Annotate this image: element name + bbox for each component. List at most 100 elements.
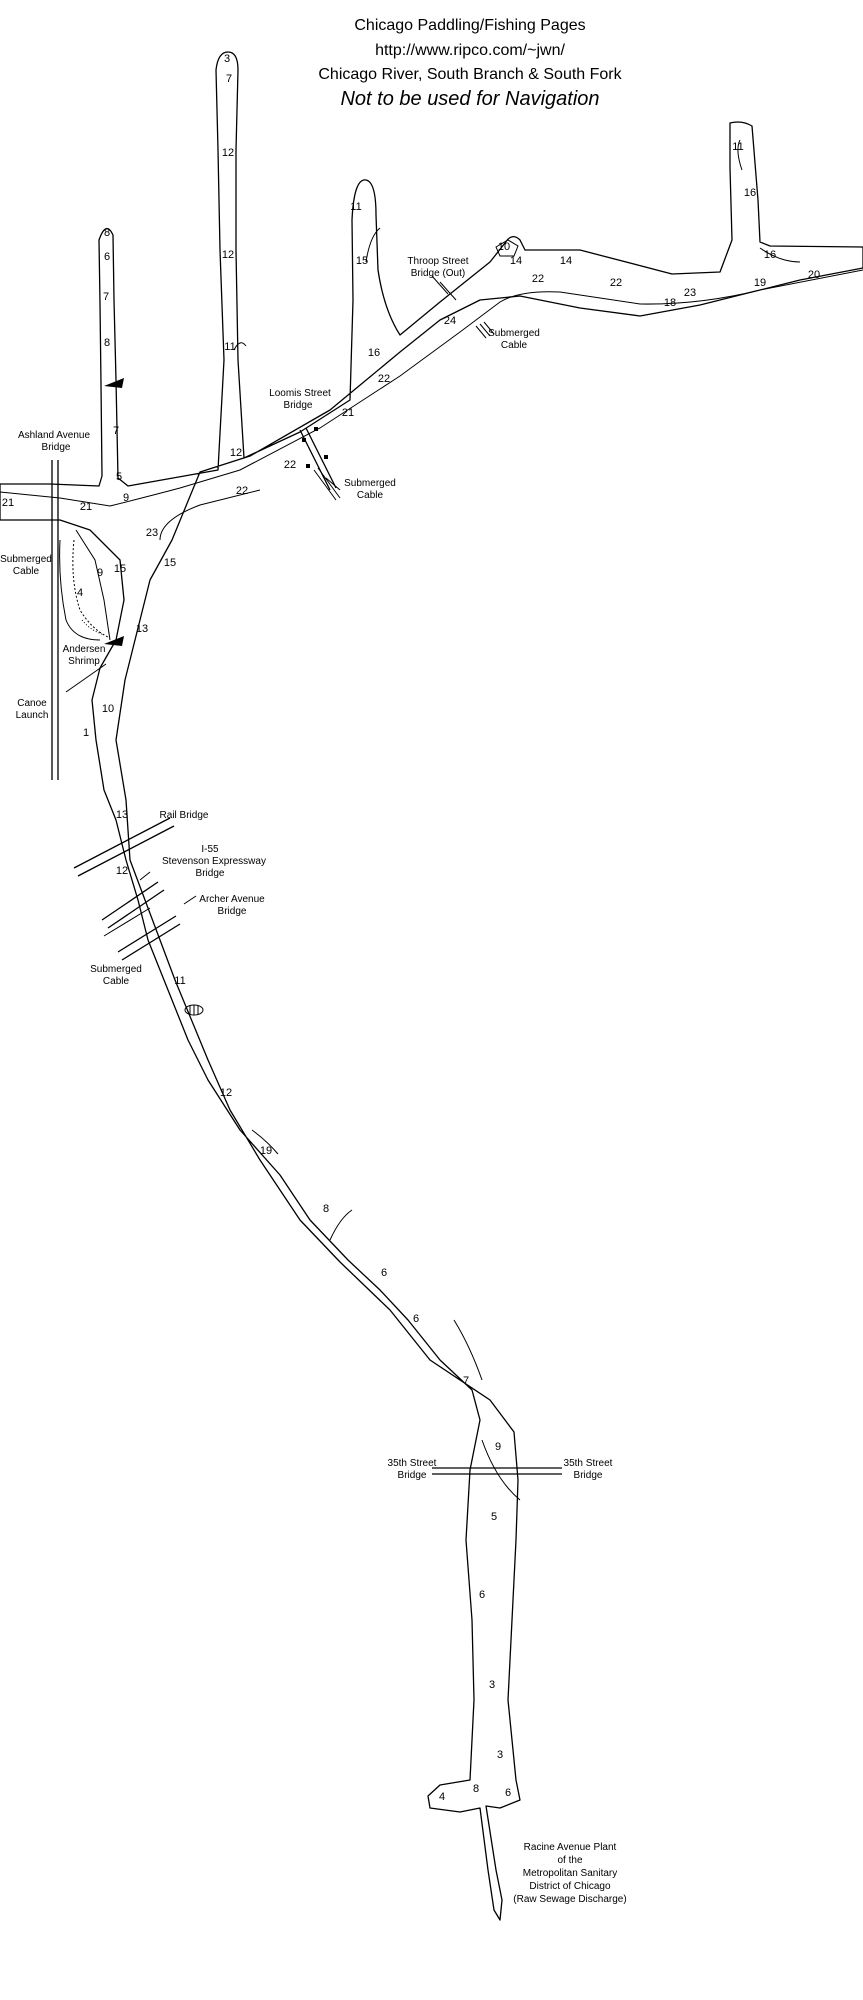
submerged-cable-label: Submerged Cable <box>90 964 142 987</box>
depth-label: 9 <box>97 567 103 579</box>
svg-text:Andersen: Andersen <box>63 644 106 655</box>
ashland-bridge <box>51 460 59 780</box>
river-shoreline <box>0 51 863 1921</box>
submerged-cable <box>313 467 341 501</box>
svg-text:Cable: Cable <box>357 490 384 501</box>
leader-lines <box>65 275 449 905</box>
channel-line <box>75 529 111 641</box>
depth-label: 16 <box>744 187 756 199</box>
svg-text:Bridge: Bridge <box>218 906 247 917</box>
bridge-piers <box>302 427 328 468</box>
svg-text:Submerged: Submerged <box>344 478 396 489</box>
svg-text:Cable: Cable <box>501 340 528 351</box>
svg-text:(Raw Sewage Discharge): (Raw Sewage Discharge) <box>513 1894 626 1905</box>
depth-label: 21 <box>342 407 354 419</box>
navigation-warning: Not to be used for Navigation <box>340 88 600 110</box>
depth-label: 24 <box>444 315 456 327</box>
depth-label: 12 <box>222 249 234 261</box>
channel-line <box>453 1319 483 1381</box>
depth-label: 18 <box>664 297 676 309</box>
svg-text:District of Chicago: District of Chicago <box>529 1881 611 1892</box>
svg-text:Cable: Cable <box>13 566 40 577</box>
svg-text:Metropolitan Sanitary: Metropolitan Sanitary <box>523 1868 618 1879</box>
depth-label: 8 <box>104 337 110 349</box>
depth-label: 15 <box>164 557 176 569</box>
svg-text:Canoe: Canoe <box>17 698 47 709</box>
depth-label: 22 <box>236 485 248 497</box>
map-subtitle: Chicago River, South Branch & South Fork <box>318 66 622 83</box>
svg-text:Submerged: Submerged <box>0 554 52 565</box>
depth-soundings: 3 7 12 12 11 12 8 6 7 8 7 5 9 11 15 16 2… <box>2 53 820 1803</box>
svg-text:Submerged: Submerged <box>488 328 540 339</box>
svg-text:I-55: I-55 <box>201 844 219 855</box>
channel-line <box>159 489 261 541</box>
island <box>72 539 111 639</box>
map-title: Chicago Paddling/Fishing Pages <box>354 17 586 34</box>
depth-label: 5 <box>491 1511 497 1523</box>
depth-label: 7 <box>113 425 119 437</box>
depth-label: 3 <box>224 53 230 65</box>
depth-label: 22 <box>610 277 622 289</box>
svg-text:Bridge: Bridge <box>398 1470 427 1481</box>
svg-text:Bridge: Bridge <box>196 868 225 879</box>
archer-bridge <box>117 915 181 961</box>
loomis-bridge <box>299 427 337 491</box>
submerged-cable-label: Submerged Cable <box>344 478 396 501</box>
rail-bridge-label: Rail Bridge <box>160 810 209 821</box>
archer-bridge-label: Archer Avenue Bridge <box>199 894 265 917</box>
depth-label: 6 <box>381 1267 387 1279</box>
svg-text:Stevenson Expressway: Stevenson Expressway <box>162 856 266 867</box>
depth-label: 12 <box>230 447 242 459</box>
source-url-link[interactable]: http://www.ripco.com/~jwn/ <box>375 42 565 59</box>
svg-text:Rail Bridge: Rail Bridge <box>160 810 209 821</box>
35th-street-bridge-label-east: 35th Street Bridge <box>564 1458 613 1481</box>
depth-label: 11 <box>174 975 185 987</box>
depth-label: 11 <box>224 341 235 353</box>
depth-label: 19 <box>260 1145 272 1157</box>
channel-line <box>365 227 381 263</box>
buoy-icon <box>184 1004 204 1016</box>
svg-text:Throop Street: Throop Street <box>407 256 468 267</box>
svg-text:Cable: Cable <box>103 976 130 987</box>
throop-bridge <box>439 281 457 301</box>
svg-text:Bridge: Bridge <box>42 442 71 453</box>
depth-label: 14 <box>510 255 522 267</box>
channel-line <box>59 539 101 641</box>
svg-text:Launch: Launch <box>16 710 49 721</box>
depth-label: 8 <box>104 227 110 239</box>
canoe-launch-label: Canoe Launch <box>16 698 49 721</box>
submerged-cable-label: Submerged Cable <box>488 328 540 351</box>
channel-line <box>0 269 863 507</box>
depth-label: 11 <box>350 201 361 213</box>
throop-bridge-label: Throop Street Bridge (Out) <box>407 256 468 279</box>
rail-bridge <box>73 817 175 877</box>
depth-label: 6 <box>413 1313 419 1325</box>
depth-label: 14 <box>560 255 572 267</box>
depth-label: 7 <box>103 291 109 303</box>
depth-label: 21 <box>80 501 92 513</box>
andersen-shore <box>81 619 103 635</box>
throop-pier <box>495 239 519 257</box>
depth-label: 9 <box>123 492 129 504</box>
svg-text:Bridge (Out): Bridge (Out) <box>411 268 465 279</box>
depth-label: 6 <box>505 1787 511 1799</box>
svg-text:Ashland Avenue: Ashland Avenue <box>18 430 91 441</box>
svg-text:35th Street: 35th Street <box>388 1458 437 1469</box>
svg-text:Bridge: Bridge <box>284 400 313 411</box>
submerged-cable-label: Submerged Cable <box>0 554 52 577</box>
channel-line <box>251 1129 279 1155</box>
depth-label: 8 <box>323 1203 329 1215</box>
depth-label: 22 <box>532 273 544 285</box>
depth-label: 19 <box>754 277 766 289</box>
depth-label: 3 <box>497 1749 503 1761</box>
svg-text:Bridge: Bridge <box>574 1470 603 1481</box>
svg-text:Archer Avenue: Archer Avenue <box>199 894 265 905</box>
depth-label: 10 <box>102 703 114 715</box>
submerged-cable <box>475 321 495 339</box>
depth-label: 7 <box>226 73 232 85</box>
depth-label: 12 <box>222 147 234 159</box>
depth-label: 22 <box>284 459 296 471</box>
svg-text:Racine Avenue Plant: Racine Avenue Plant <box>524 1842 617 1853</box>
svg-text:Submerged: Submerged <box>90 964 142 975</box>
